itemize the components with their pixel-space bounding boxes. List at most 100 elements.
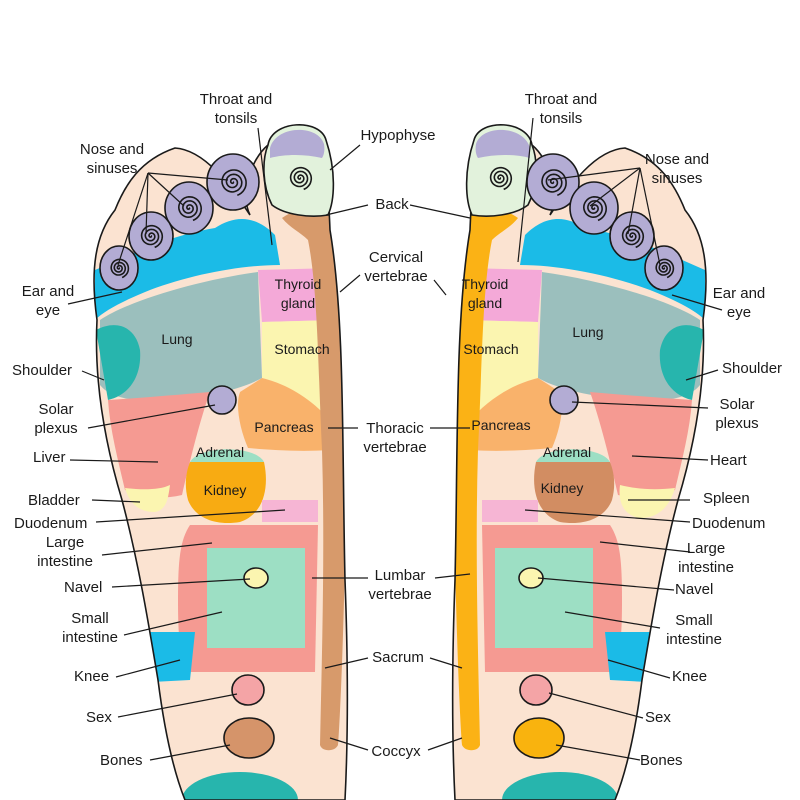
spiral-icon bbox=[289, 166, 313, 191]
label-nose-sinuses-right-1: Nose and bbox=[645, 151, 709, 168]
inner-lung-right: Lung bbox=[572, 324, 603, 340]
right-foot-zones bbox=[455, 207, 705, 800]
left-liver-zone bbox=[108, 392, 210, 498]
label-small-intestine-right-1: Small bbox=[675, 612, 713, 629]
spiral-icon bbox=[221, 169, 247, 197]
label-navel-right: Navel bbox=[675, 581, 713, 598]
label-sex-right: Sex bbox=[645, 709, 671, 726]
left-stomach-zone bbox=[262, 320, 335, 420]
label-nose-sinuses-left-1: Nose and bbox=[80, 141, 144, 158]
inner-lung-left: Lung bbox=[161, 331, 192, 347]
label-small-intestine-left-2: intestine bbox=[62, 629, 118, 646]
label-ear-eye-left-2: eye bbox=[36, 302, 60, 319]
label-solar-plexus-left-1: Solar bbox=[38, 401, 73, 418]
label-ear-eye-left-1: Ear and bbox=[22, 283, 75, 300]
label-small-intestine-right-2: intestine bbox=[666, 631, 722, 648]
label-bones-left: Bones bbox=[100, 752, 143, 769]
label-navel-left: Navel bbox=[64, 579, 102, 596]
label-throat-tonsils-left-2: tonsils bbox=[215, 110, 258, 127]
right-foot bbox=[451, 124, 707, 800]
right-bones-dot bbox=[513, 717, 565, 759]
label-ear-eye-right-1: Ear and bbox=[713, 285, 766, 302]
inner-thyroid-left-2: gland bbox=[281, 295, 315, 311]
label-sex-left: Sex bbox=[86, 709, 112, 726]
right-kidney-zone bbox=[534, 462, 615, 524]
left-navel-dot bbox=[243, 567, 269, 589]
label-solar-plexus-right-1: Solar bbox=[719, 396, 754, 413]
spiral-icon bbox=[582, 195, 608, 222]
left-heel-zone bbox=[182, 772, 298, 800]
spiral-icon bbox=[489, 166, 513, 191]
label-bladder: Bladder bbox=[28, 492, 80, 509]
label-throat-tonsils-left-1: Throat and bbox=[200, 91, 273, 108]
left-bones-dot bbox=[223, 717, 275, 759]
label-lumbar-2: vertebrae bbox=[368, 586, 431, 603]
label-shoulder-right: Shoulder bbox=[722, 360, 782, 377]
inner-kidney-right: Kidney bbox=[541, 480, 584, 496]
left-lung-zone bbox=[100, 272, 262, 401]
label-coccyx: Coccyx bbox=[371, 743, 421, 760]
right-pancreas-zone bbox=[468, 378, 563, 451]
right-heel-zone bbox=[502, 772, 618, 800]
label-bones-right: Bones bbox=[640, 752, 683, 769]
right-sex-dot bbox=[519, 674, 553, 706]
right-lung-zone bbox=[538, 272, 700, 401]
left-knee-zone bbox=[146, 632, 195, 682]
label-nose-sinuses-left-2: sinuses bbox=[87, 160, 138, 177]
label-thoracic-1: Thoracic bbox=[366, 420, 424, 437]
left-shoulder-zone bbox=[96, 325, 141, 400]
inner-pancreas-left: Pancreas bbox=[254, 419, 313, 435]
label-nose-sinuses-right-2: sinuses bbox=[652, 170, 703, 187]
outer-labels: Throat and tonsils Nose and sinuses Ear … bbox=[12, 91, 782, 769]
label-back: Back bbox=[375, 196, 409, 213]
left-kidney-zone bbox=[185, 462, 266, 524]
label-spleen: Spleen bbox=[703, 490, 750, 507]
label-large-intestine-left-1: Large bbox=[46, 534, 84, 551]
inner-pancreas-right: Pancreas bbox=[471, 417, 530, 433]
label-ear-eye-right-2: eye bbox=[727, 304, 751, 321]
label-hypophyse: Hypophyse bbox=[360, 127, 435, 144]
label-lumbar-1: Lumbar bbox=[375, 567, 426, 584]
left-sex-dot bbox=[231, 674, 265, 706]
right-solar-plexus-dot bbox=[549, 385, 579, 415]
inner-adrenal-right: Adrenal bbox=[543, 444, 591, 460]
inner-labels: Thyroid gland Lung Stomach Pancreas Adre… bbox=[161, 276, 603, 498]
right-sinus-band bbox=[520, 218, 705, 320]
inner-thyroid-left-1: Thyroid bbox=[275, 276, 322, 292]
left-pancreas-zone bbox=[237, 378, 332, 451]
label-throat-tonsils-right-2: tonsils bbox=[540, 110, 583, 127]
left-solar-plexus-dot bbox=[207, 385, 237, 415]
label-knee-right: Knee bbox=[672, 668, 707, 685]
left-foot-zones bbox=[95, 207, 345, 800]
spiral-icon bbox=[541, 169, 567, 197]
right-shoulder-zone bbox=[659, 325, 704, 400]
label-duodenum-left: Duodenum bbox=[14, 515, 87, 532]
label-large-intestine-left-2: intestine bbox=[37, 553, 93, 570]
right-stomach-zone bbox=[465, 320, 538, 420]
left-small-intestine-zone bbox=[207, 548, 305, 648]
left-bladder-zone bbox=[125, 485, 170, 512]
label-sacrum: Sacrum bbox=[372, 649, 424, 666]
inner-adrenal-left: Adrenal bbox=[196, 444, 244, 460]
left-spine bbox=[282, 207, 345, 751]
right-duodenum-zone bbox=[482, 500, 538, 522]
inner-stomach-right: Stomach bbox=[463, 341, 518, 357]
label-liver: Liver bbox=[33, 449, 66, 466]
right-heart-zone bbox=[590, 392, 692, 498]
label-solar-plexus-left-2: plexus bbox=[34, 420, 77, 437]
right-spine bbox=[455, 207, 518, 751]
left-adrenal-zone bbox=[190, 449, 264, 462]
left-duodenum-zone bbox=[262, 500, 318, 522]
spiral-icon bbox=[110, 258, 130, 279]
label-duodenum-right: Duodenum bbox=[692, 515, 765, 532]
label-knee-left: Knee bbox=[74, 668, 109, 685]
label-large-intestine-right-2: intestine bbox=[678, 559, 734, 576]
inner-thyroid-right-2: gland bbox=[468, 295, 502, 311]
label-heart: Heart bbox=[710, 452, 748, 469]
right-adrenal-zone bbox=[536, 449, 610, 462]
inner-kidney-left: Kidney bbox=[204, 482, 247, 498]
left-foot bbox=[93, 124, 349, 800]
label-thoracic-2: vertebrae bbox=[363, 439, 426, 456]
